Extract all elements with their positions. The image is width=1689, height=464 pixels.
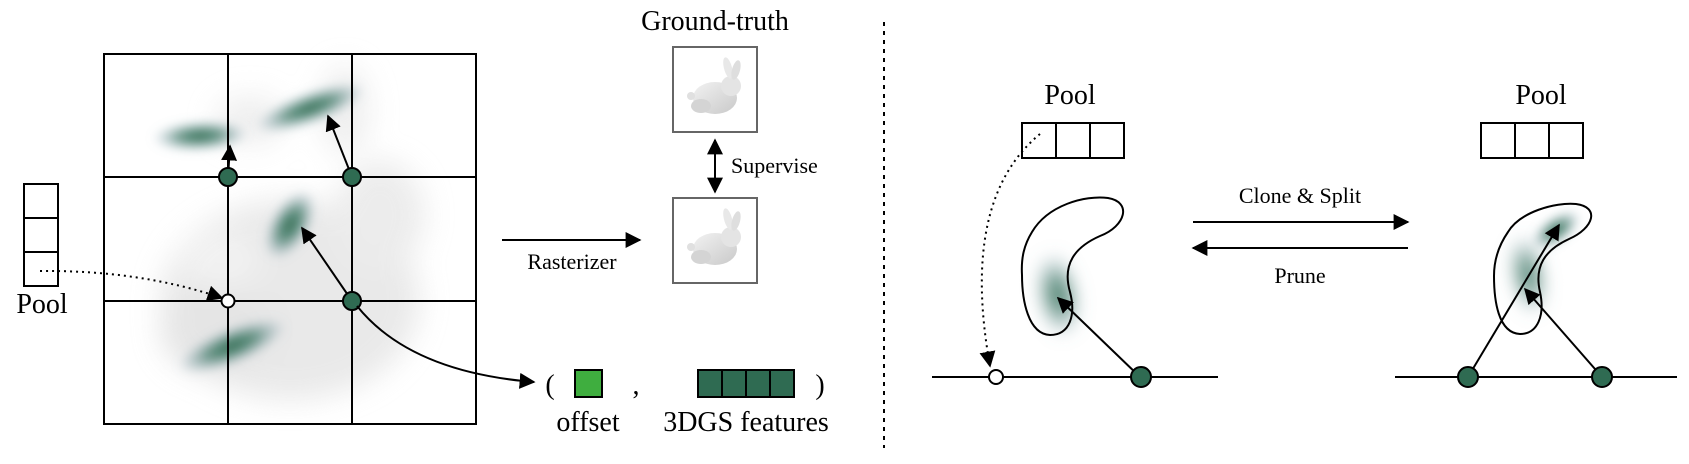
supervise-label: Supervise [731,153,818,178]
bean-outline-a [1020,196,1125,337]
bunny-icon [687,208,741,265]
anchor-point [1130,366,1152,388]
voxel-grid [103,53,477,425]
anchor-point [342,167,362,187]
empty-anchor-point [220,293,236,309]
gaussian-blob [152,120,248,152]
prune-label: Prune [1274,263,1325,288]
pool-label-left: Pool [16,289,68,320]
pool-label-right-b: Pool [1515,80,1567,111]
features-label: 3DGS features [663,407,829,438]
gaussian-blob [177,318,287,374]
voxel-grid-group [103,53,477,425]
anchor-point [1457,366,1479,388]
anchor-point [218,167,238,187]
gaussian-blob [264,190,316,260]
pool-dotted-arrow-right [979,133,1041,368]
tuple-close-paren: ) [815,370,824,401]
ground-truth-label: Ground-truth [641,6,789,37]
gaussian-blob [1036,253,1080,337]
bunny-icon [687,57,741,114]
tuple-open-paren: ( [545,370,554,401]
offset-label: offset [556,407,619,438]
anchor-point [342,291,362,311]
empty-anchor-point [988,369,1004,385]
clone-split-label: Clone & Split [1239,183,1361,208]
anchor-to-tuple-arrow [356,305,536,389]
pool-label-right-a: Pool [1044,80,1096,111]
offset-square [574,369,603,398]
pool-dotted-arrow [39,269,224,301]
gaussian-blob [255,83,365,133]
pool-column-left [23,183,59,287]
feature-cells [697,369,795,398]
pool-row-right-b [1480,122,1584,159]
rasterizer-label: Rasterizer [527,249,617,274]
tuple-comma: , [633,370,640,401]
pool-row-right-a [1021,122,1125,159]
anchor-point [1591,366,1613,388]
